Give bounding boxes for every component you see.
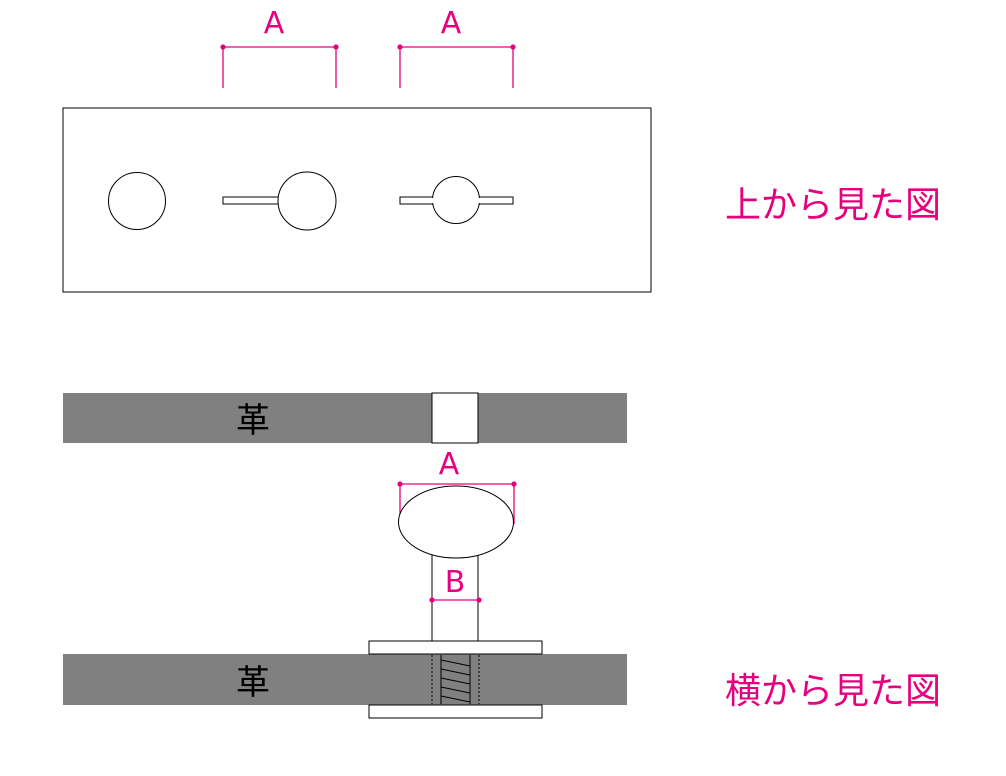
dimension-endpoint (397, 481, 403, 487)
dimension-endpoint (220, 44, 226, 50)
top-view: A A 上から見た図 (62, 6, 941, 293)
leather-lower (63, 654, 627, 705)
side-view: 革 A B 革 (63, 392, 941, 719)
dimension-b-label: B (445, 565, 466, 600)
dimension-a-label: A (264, 6, 285, 41)
stud-head (398, 485, 514, 559)
dimension-endpoint (333, 44, 339, 50)
leather-upper-left (63, 393, 432, 443)
dimension-endpoint (429, 597, 435, 603)
side-view-caption: 横から見た図 (725, 671, 941, 712)
dimension-endpoint (397, 44, 403, 50)
dimension-endpoint (510, 44, 516, 50)
leather-label-lower: 革 (236, 663, 270, 703)
slot-small-inner-cover (432, 198, 480, 203)
dimension-a-top-left (222, 46, 337, 88)
washer-top (368, 640, 543, 655)
keyhole-large-circle (277, 171, 337, 231)
leather-upper-right (478, 393, 627, 443)
dimension-endpoint (511, 481, 517, 487)
leather-label-upper: 革 (236, 401, 270, 441)
dimension-a-top-right (399, 46, 514, 88)
stud-shaft (431, 551, 479, 642)
dimension-a-label: A (441, 6, 462, 41)
washer-bottom (368, 704, 543, 719)
dimension-endpoint (476, 597, 482, 603)
screw-thread (431, 655, 480, 704)
round-hole (108, 172, 166, 230)
leather-gap (431, 392, 479, 444)
top-view-caption: 上から見た図 (725, 185, 941, 226)
slot-large (222, 196, 281, 205)
dimension-a-label: A (439, 447, 460, 482)
